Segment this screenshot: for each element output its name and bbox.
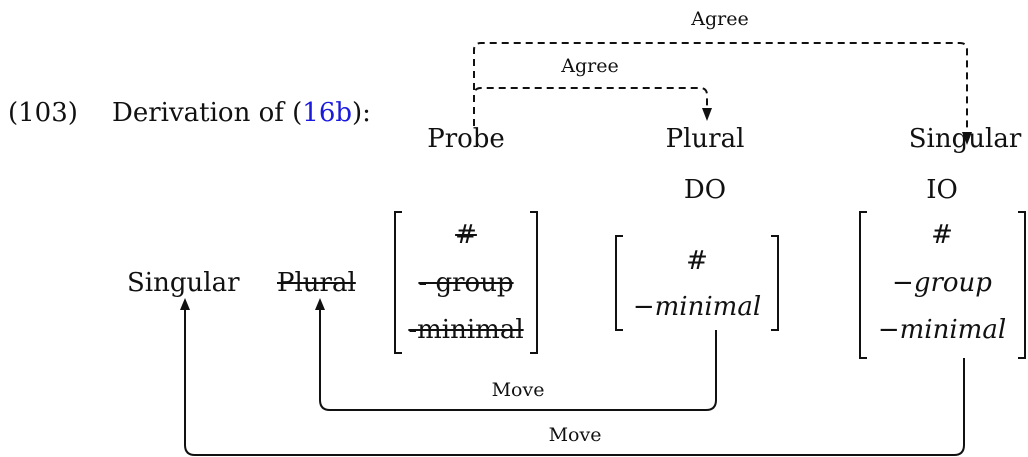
example-number: (103) xyxy=(8,98,78,128)
caption-prefix: Derivation of ( xyxy=(112,98,303,128)
do-bracket-left xyxy=(615,235,623,331)
moved-singular: Singular xyxy=(127,268,240,298)
do-bracket-right xyxy=(771,235,779,331)
probe-feature-group: - group xyxy=(418,268,514,298)
probe-feature-minimal: -minimal xyxy=(408,315,524,345)
caption-suffix: ): xyxy=(352,98,371,128)
io-bracket-left xyxy=(859,211,867,359)
probe-head: Probe xyxy=(427,124,505,154)
probe-bracket-left xyxy=(394,211,402,354)
agree-inner-arrowhead xyxy=(702,108,712,121)
do-feature-number: # xyxy=(686,246,708,276)
io-feature-number: # xyxy=(931,220,953,250)
example-caption: Derivation of (16b): xyxy=(112,100,371,126)
io-label: IO xyxy=(926,175,958,205)
io-bracket-right xyxy=(1018,211,1026,359)
move-outer-arrow xyxy=(184,308,965,456)
move-inner-label: Move xyxy=(491,379,545,401)
agree-inner-label: Agree xyxy=(561,55,619,77)
move-outer-arrowhead xyxy=(180,298,190,310)
io-feature-group: −group xyxy=(892,268,992,298)
moved-plural-struck: Plural xyxy=(277,268,356,298)
plural-head: Plural xyxy=(665,124,745,154)
agree-outer-label: Agree xyxy=(691,8,749,30)
do-feature-minimal: −minimal xyxy=(632,292,762,322)
move-inner-arrow xyxy=(319,308,717,411)
singular-head: Singular xyxy=(908,124,1022,154)
agree-outer-arrowhead xyxy=(962,132,972,145)
io-feature-minimal: −minimal xyxy=(877,315,1007,345)
agree-inner-arrow xyxy=(473,87,708,126)
probe-feature-number: # xyxy=(455,220,477,250)
agree-outer-arrow xyxy=(473,42,968,134)
move-inner-arrowhead xyxy=(315,298,325,310)
do-label: DO xyxy=(683,175,727,205)
probe-bracket-right xyxy=(530,211,538,354)
example-reference-link[interactable]: 16b xyxy=(302,98,353,128)
move-outer-label: Move xyxy=(548,424,602,446)
